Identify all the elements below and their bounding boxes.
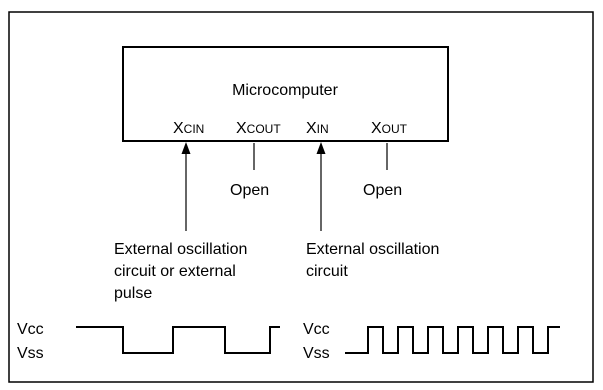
- xin-source-label: External oscillation circuit: [306, 241, 444, 280]
- xout-open-label: Open: [363, 182, 402, 199]
- right-vss-label: Vss: [303, 345, 330, 362]
- xcin-source-line-1: External oscillation: [114, 241, 247, 258]
- right-vcc-label: Vcc: [303, 321, 330, 338]
- microcomputer-block: [122, 46, 449, 142]
- xcin-source-line-3: pulse: [114, 285, 152, 302]
- left-vss-label: Vss: [17, 345, 44, 362]
- pin-label-xcin: XCIN: [173, 120, 204, 137]
- xcin-source-label: External oscillation circuit or external…: [114, 241, 252, 302]
- pin-label-xin: XIN: [306, 120, 329, 137]
- right-waveform: [345, 326, 560, 354]
- xcout-open-label: Open: [230, 182, 269, 199]
- figure-frame: [8, 11, 594, 383]
- xcin-arrowhead: [181, 142, 191, 154]
- pin-label-xout: XOUT: [371, 120, 408, 137]
- pin-label-xcout: XCOUT: [236, 120, 281, 137]
- xin-source-line-2: circuit: [306, 263, 348, 280]
- chip-label: Microcomputer: [232, 82, 338, 99]
- xin-source-line-1: External oscillation: [306, 241, 439, 258]
- left-waveform: [76, 326, 280, 354]
- xcin-source-line-2: circuit or external: [114, 263, 236, 280]
- xin-arrowhead: [316, 142, 326, 154]
- left-vcc-label: Vcc: [17, 321, 44, 338]
